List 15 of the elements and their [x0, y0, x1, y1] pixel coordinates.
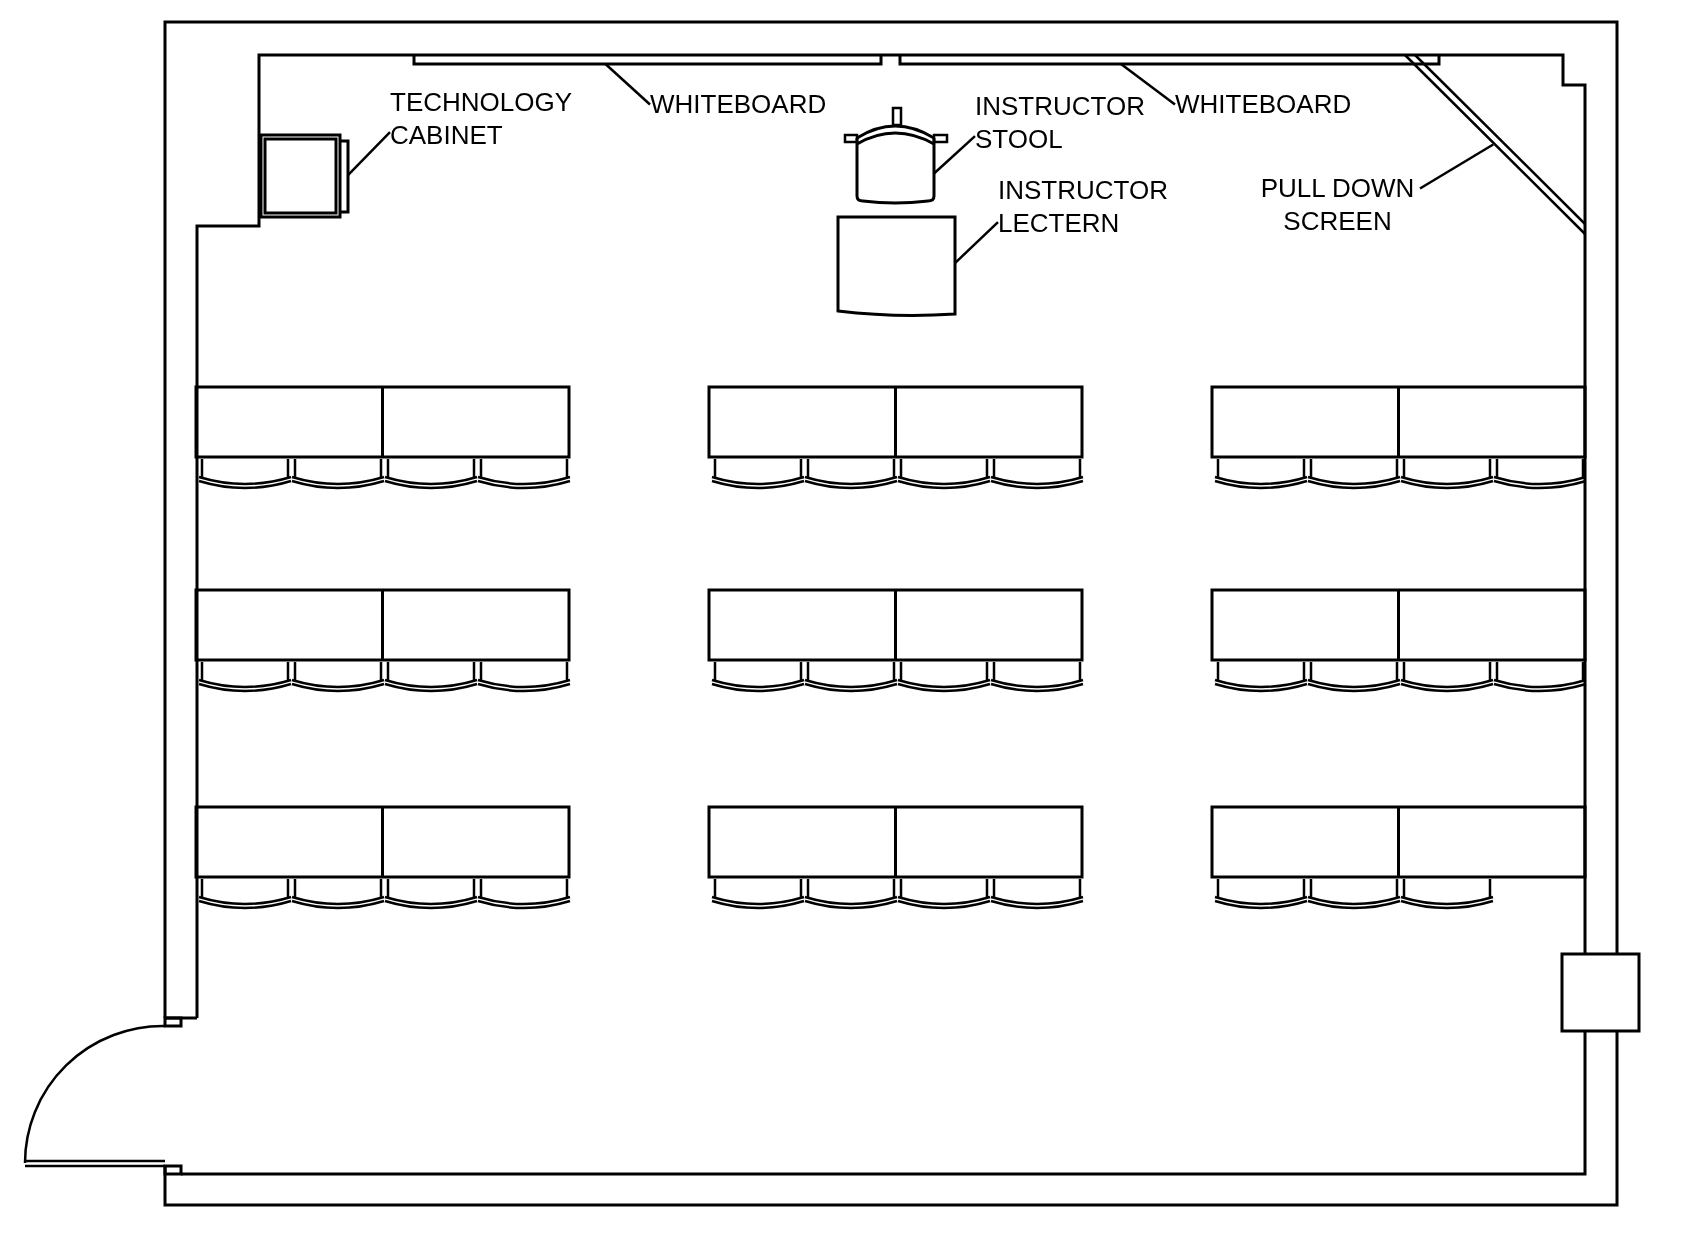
part-label: INSTRUCTOR STOOL	[975, 90, 1155, 156]
part-label: INSTRUCTOR LECTERN	[998, 174, 1178, 240]
part-label: PULL DOWN SCREEN	[1255, 172, 1420, 238]
leader-line	[1419, 143, 1494, 190]
leader-line	[1120, 63, 1176, 106]
leader-line	[347, 131, 391, 177]
leader-line	[954, 221, 999, 264]
lectern-symbol	[838, 217, 955, 315]
part-label: WHITEBOARD	[650, 88, 827, 121]
cabinet-symbol	[261, 135, 348, 217]
leader-line	[604, 63, 651, 106]
part-label: WHITEBOARD	[1175, 88, 1352, 121]
part-label: TECHNOLOGY CABINET	[390, 86, 590, 152]
whiteboard-symbol	[900, 55, 1439, 64]
whiteboard-symbol	[414, 55, 881, 64]
